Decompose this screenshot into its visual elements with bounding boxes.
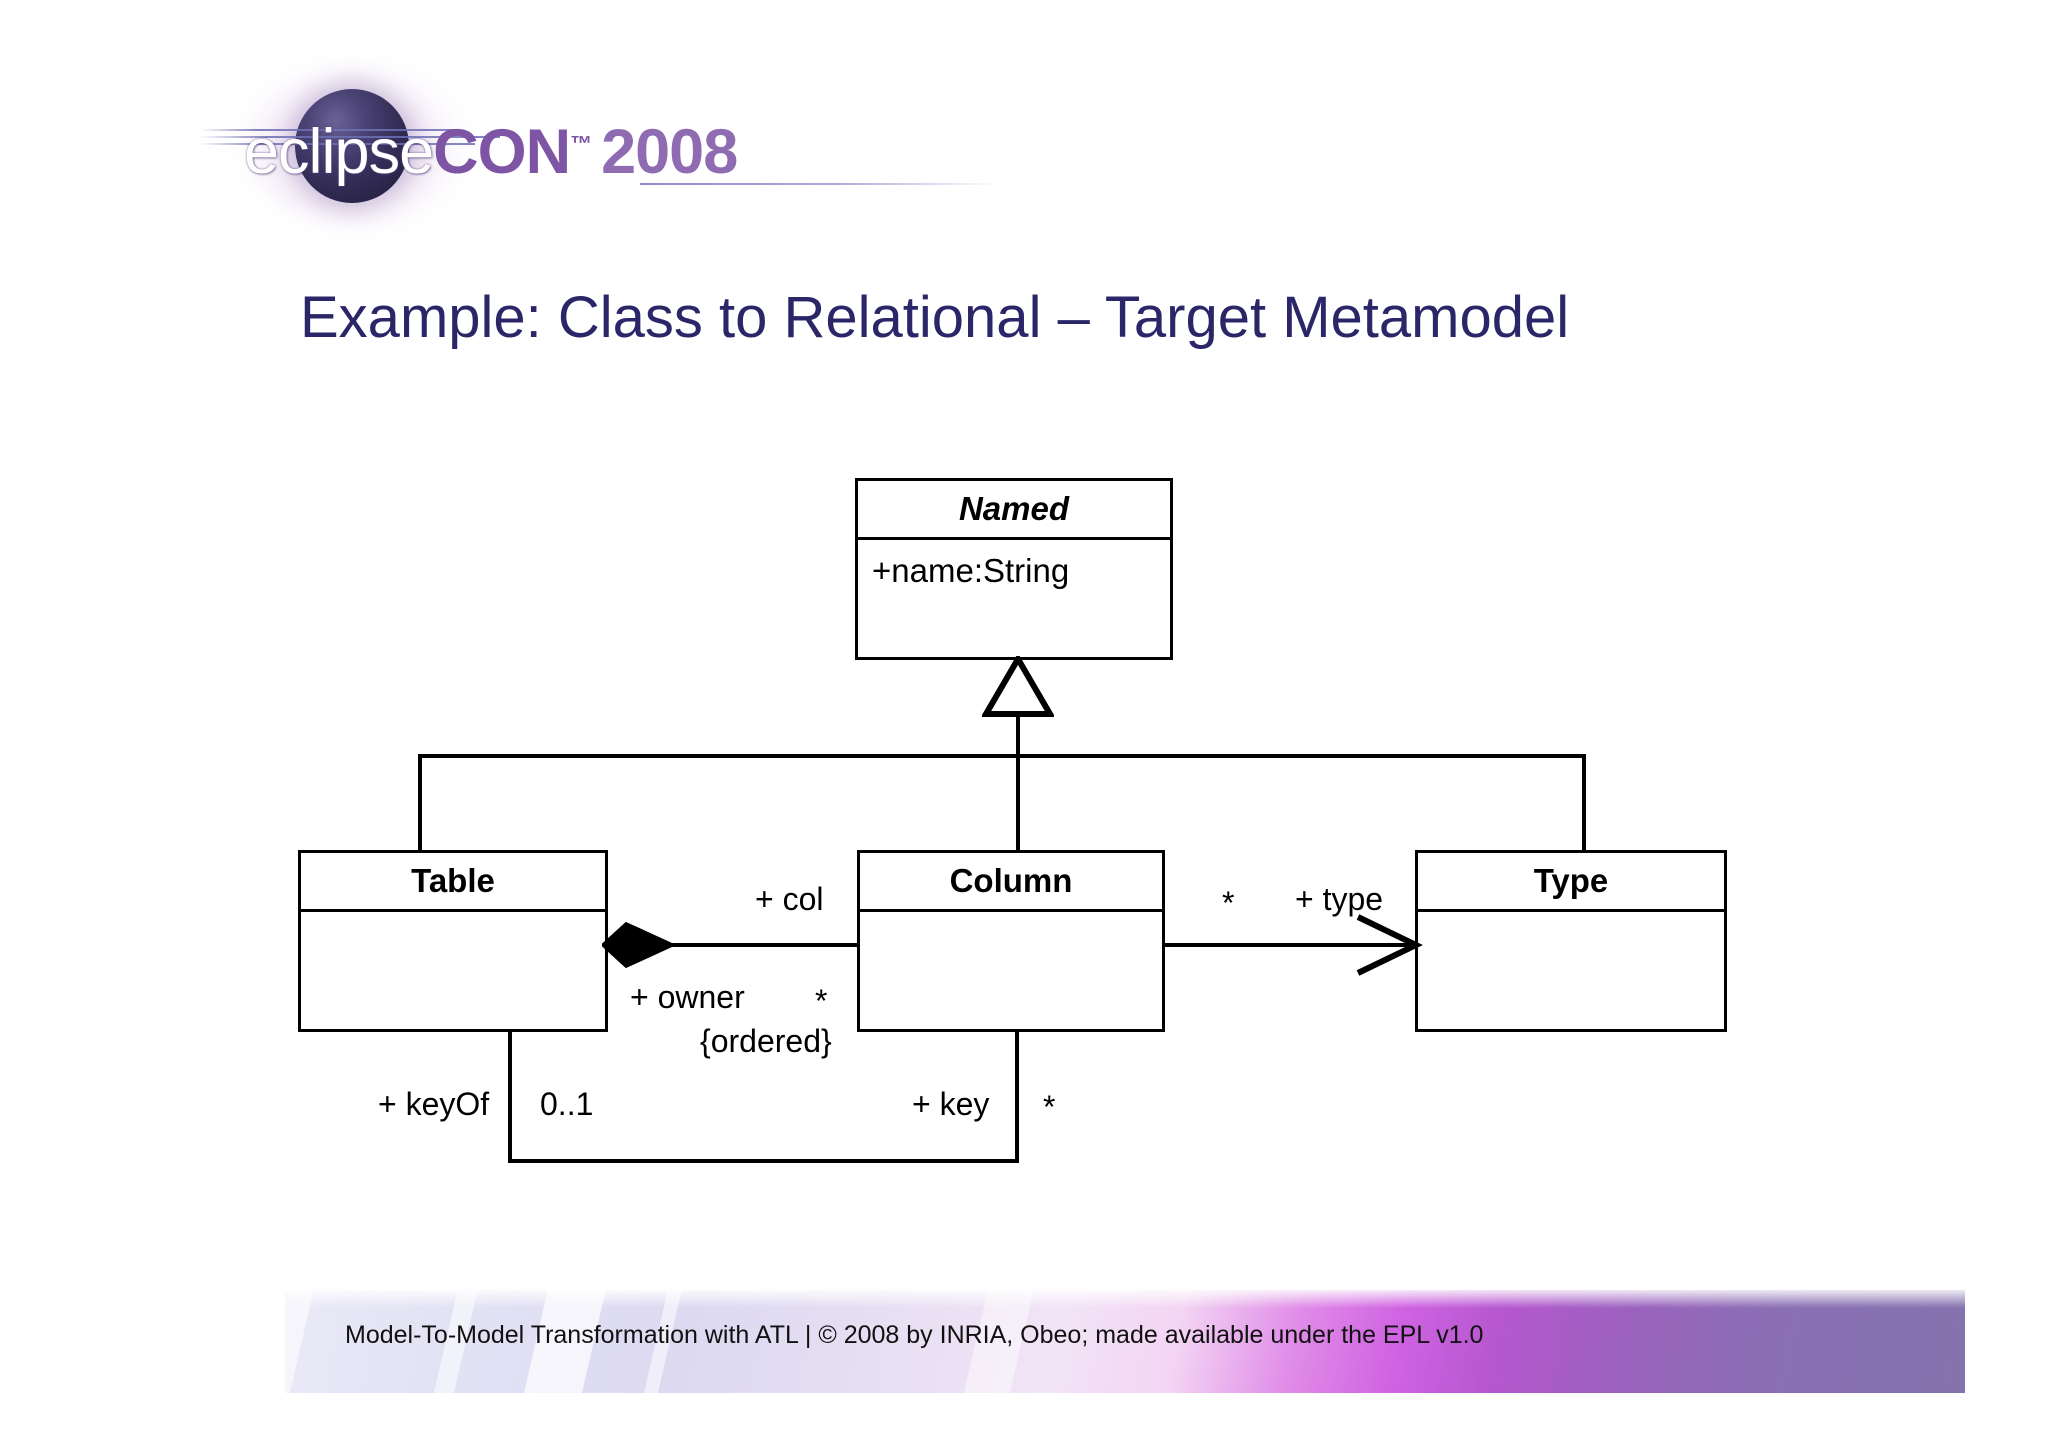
keyof-line-down-from-table xyxy=(508,1030,512,1163)
association-arrowhead-icon xyxy=(1356,914,1423,976)
label-owner: + owner xyxy=(630,979,745,1015)
label-key-multiplicity: * xyxy=(1043,1089,1056,1125)
trademark-icon: ™ xyxy=(570,131,592,156)
class-box-column[interactable]: Column xyxy=(857,850,1165,1032)
keyof-line-horizontal xyxy=(508,1159,1019,1163)
logo-year: 2008 xyxy=(601,117,738,187)
eclipse-sphere-icon xyxy=(295,89,409,203)
label-key: + key xyxy=(912,1086,990,1122)
label-keyof: + keyOf xyxy=(378,1086,490,1122)
footer-band: Model-To-Model Transformation with ATL |… xyxy=(285,1290,1965,1393)
label-column-type-multiplicity: * xyxy=(1222,885,1235,921)
class-attributes-column xyxy=(860,912,1162,922)
class-box-type[interactable]: Type xyxy=(1415,850,1727,1032)
generalization-leg-table xyxy=(418,754,422,852)
class-name-column: Column xyxy=(860,853,1162,912)
composition-diamond-icon xyxy=(602,921,677,969)
eclipsecon-logo: eclipseCON™ 2008 xyxy=(200,57,1000,232)
logo-word-con: CON xyxy=(433,117,571,187)
keyof-line-up-to-column xyxy=(1015,1030,1019,1163)
footer-top-fade xyxy=(285,1290,1965,1308)
composition-line-table-column xyxy=(606,943,861,947)
label-col: + col xyxy=(755,881,824,917)
class-attributes-named: +name:String xyxy=(858,540,1170,592)
inheritance-triangle-icon xyxy=(982,656,1054,717)
logo-underline xyxy=(640,183,1000,185)
footer-copyright: Model-To-Model Transformation with ATL |… xyxy=(345,1321,1484,1349)
label-ordered-constraint: {ordered} xyxy=(700,1023,832,1059)
class-box-table[interactable]: Table xyxy=(298,850,608,1032)
class-attributes-table xyxy=(301,912,605,922)
label-keyof-multiplicity: 0..1 xyxy=(540,1086,594,1122)
logo-wordmark: eclipseCON™ 2008 xyxy=(244,99,738,197)
generalization-leg-type xyxy=(1582,754,1586,852)
class-name-named: Named xyxy=(858,481,1170,540)
generalization-leg-column xyxy=(1016,754,1020,852)
label-type: + type xyxy=(1295,881,1384,917)
logo-stripes-icon xyxy=(200,125,500,153)
page-title: Example: Class to Relational – Target Me… xyxy=(300,285,1570,350)
class-name-table: Table xyxy=(301,853,605,912)
association-line-column-type xyxy=(1162,943,1420,947)
logo-word-eclipse: eclipse xyxy=(244,117,434,187)
label-owner-multiplicity: * xyxy=(815,983,828,1019)
attribute-name-string: +name:String xyxy=(872,552,1070,589)
class-box-named[interactable]: Named +name:String xyxy=(855,478,1173,660)
class-name-type: Type xyxy=(1418,853,1724,912)
generalization-crossbar xyxy=(418,754,1586,758)
class-attributes-type xyxy=(1418,912,1724,922)
